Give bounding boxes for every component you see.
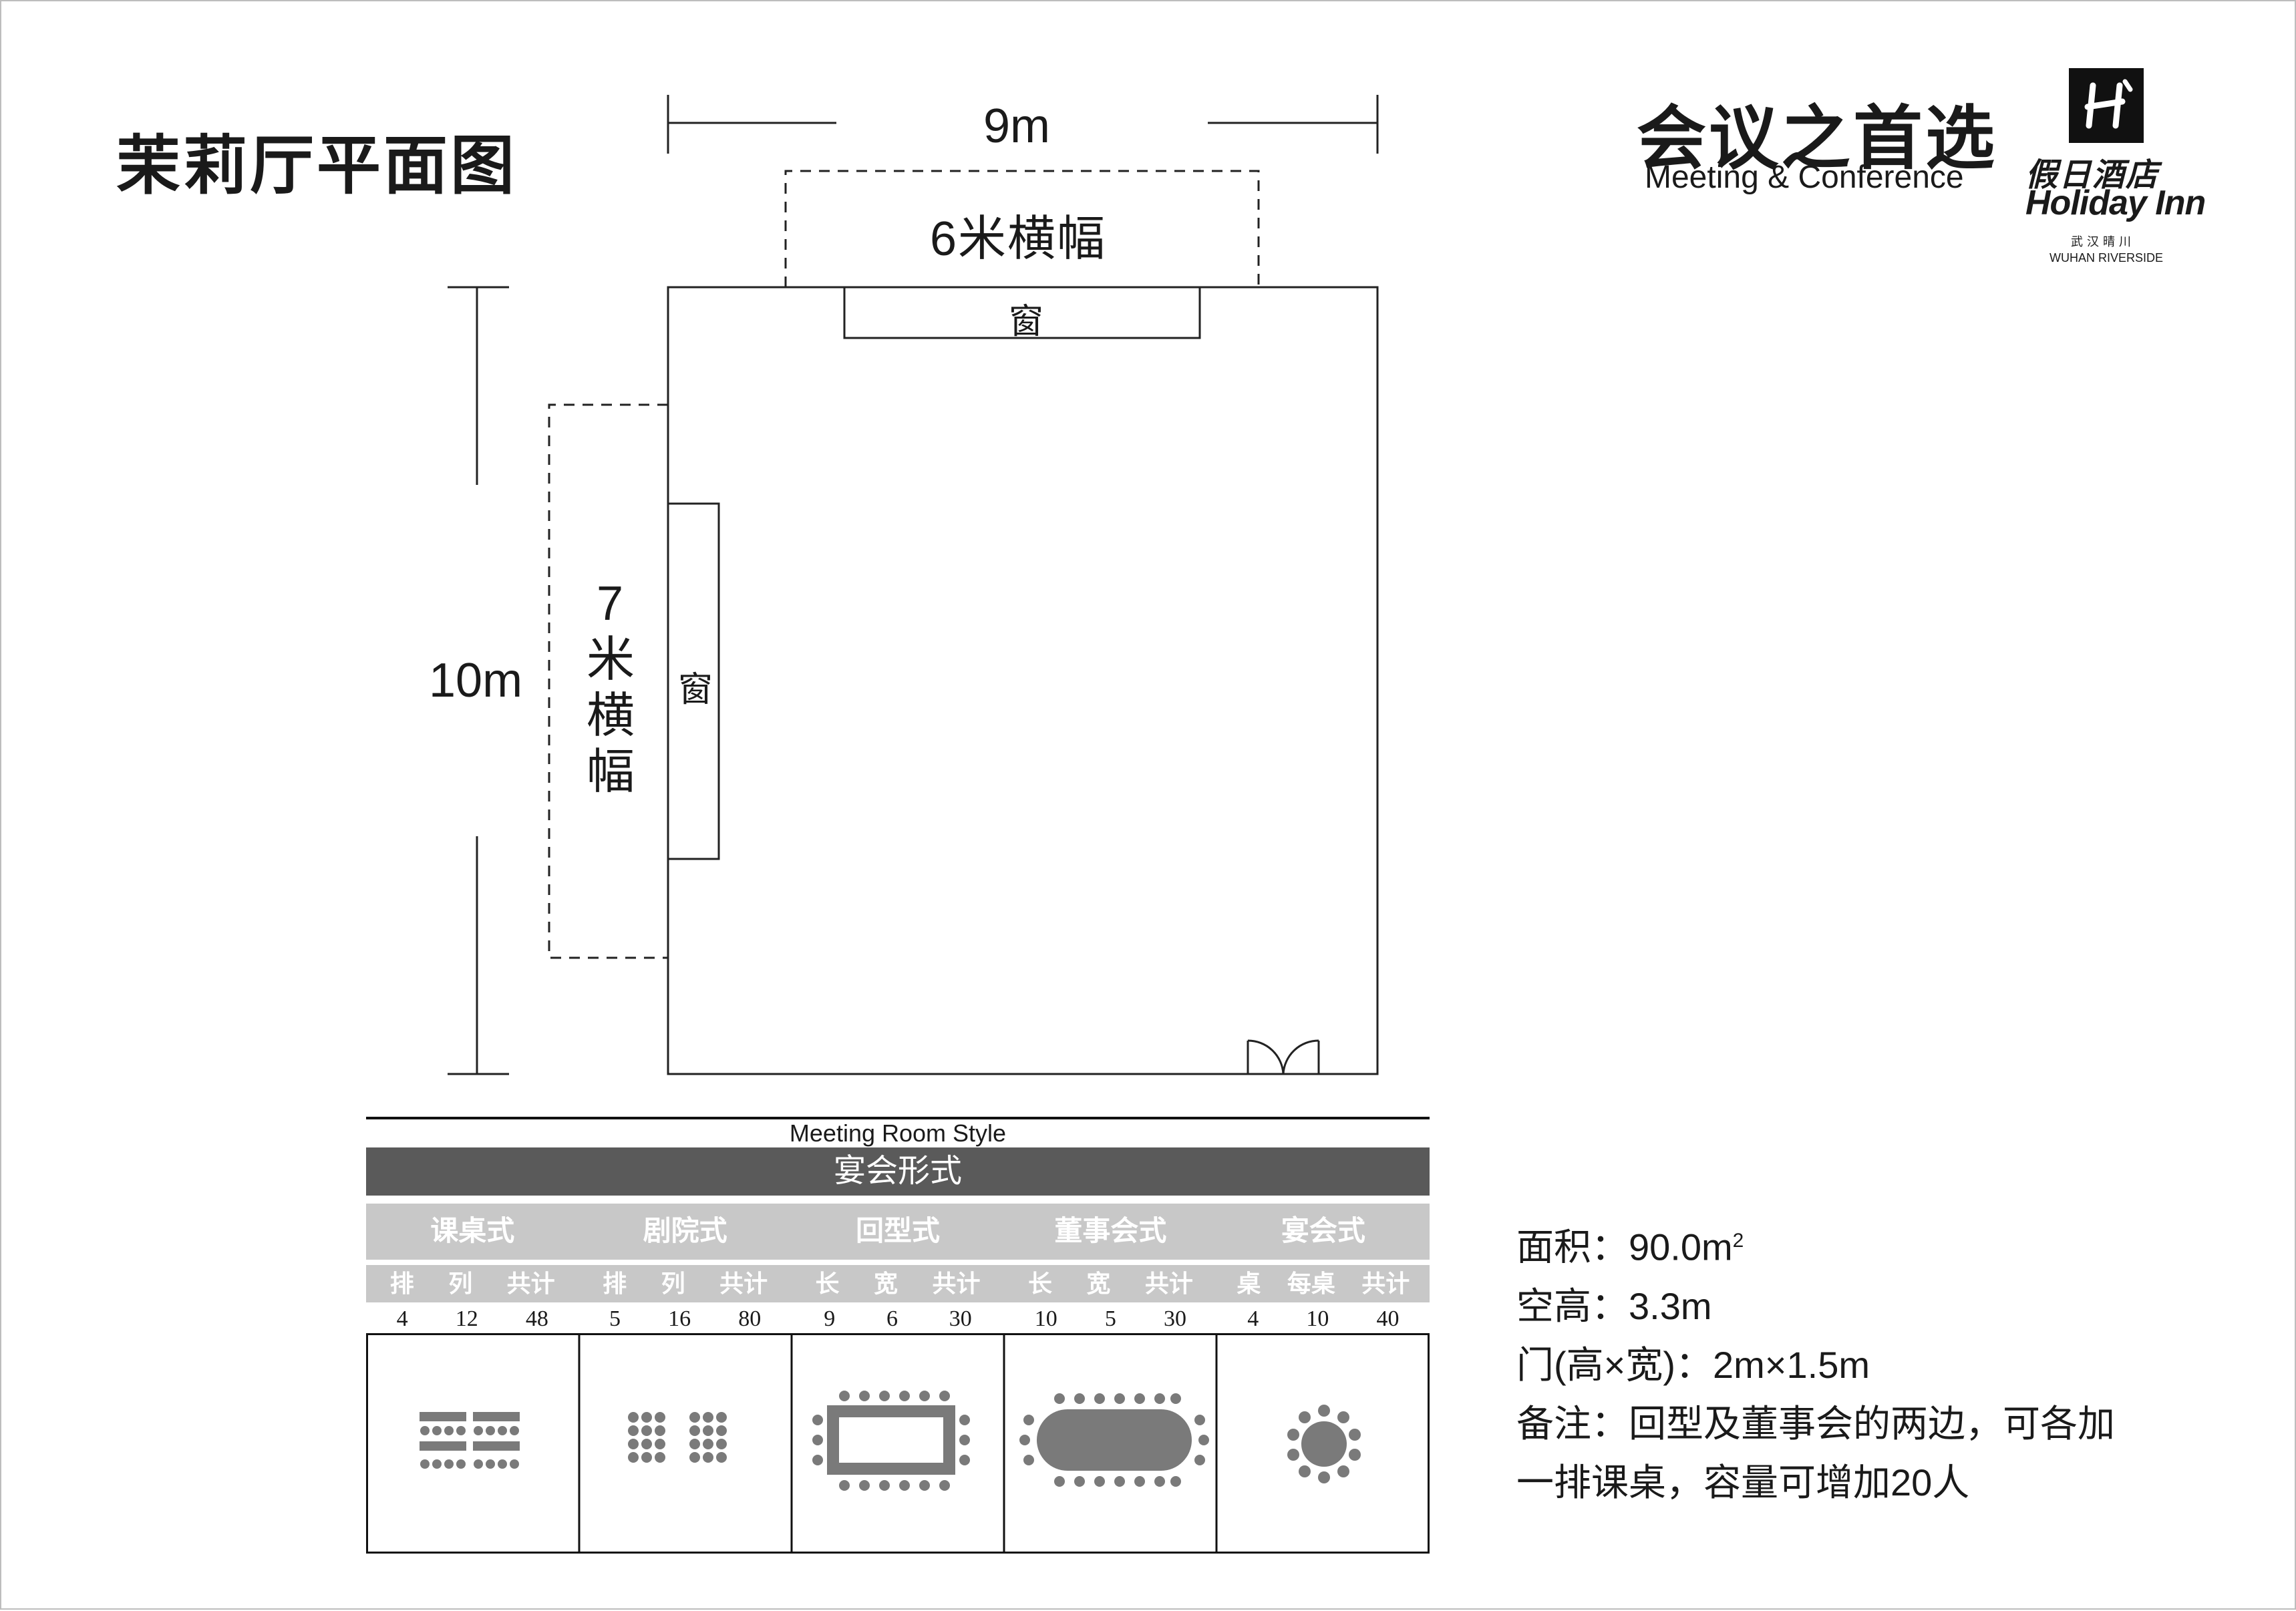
table-header: 宴会形式: [366, 1147, 1430, 1196]
value-cell: 40: [1376, 1306, 1400, 1331]
sub-header: 排: [389, 1270, 414, 1297]
holiday-inn-logo-icon: [2069, 68, 2144, 143]
style-name: 董事会式: [1054, 1216, 1167, 1247]
area-text: 面积：90.0m: [1516, 1226, 1733, 1268]
area-spec: 面积：90.0m2: [1516, 1212, 2115, 1277]
sub-header: 宽: [1086, 1270, 1111, 1297]
door-icon: [1247, 1039, 1320, 1075]
page-title: 茉莉厅平面图: [116, 130, 517, 202]
sub-header: 长: [1027, 1270, 1052, 1297]
floor-plan-drawing: [448, 95, 1379, 1075]
style-name: 剧院式: [643, 1216, 727, 1247]
sub-header: 列: [661, 1270, 685, 1297]
sub-header: 共计: [1144, 1270, 1193, 1297]
classroom-layout-icon: [420, 1412, 520, 1469]
value-cell: 12: [455, 1306, 478, 1331]
style-name: 课桌式: [430, 1216, 515, 1247]
sub-header: 共计: [719, 1270, 768, 1297]
style-name: 宴会式: [1281, 1216, 1365, 1247]
hollow-square-layout-icon: [812, 1391, 970, 1491]
ceiling-height-spec: 空高：3.3m: [1516, 1284, 1712, 1327]
banquet-layout-icon: [1287, 1405, 1361, 1483]
slogan-cn: 会议之首选: [1637, 100, 1998, 178]
style-name-row: 课桌式 剧院式 回型式 董事会式 宴会式: [366, 1204, 1430, 1260]
theater-layout-icon: [628, 1412, 727, 1463]
value-cell: 9: [824, 1306, 836, 1331]
left-banner-label: 7米横幅: [587, 577, 635, 799]
location-cn: 武汉晴川: [2071, 235, 2135, 248]
value-cell: 10: [1306, 1306, 1329, 1331]
value-cell: 5: [1104, 1306, 1116, 1331]
window-top-label: 窗: [1009, 303, 1044, 341]
sub-header: 共计: [1361, 1270, 1410, 1297]
width-label: 9m: [983, 100, 1051, 153]
note-line-1: 备注：回型及董事会的两边，可各加: [1516, 1402, 2115, 1445]
sub-header: 列: [448, 1270, 473, 1297]
value-cell: 30: [949, 1306, 972, 1331]
sub-header: 每桌: [1287, 1270, 1335, 1297]
sub-header: 共计: [932, 1270, 981, 1297]
top-banner-label: 6米横幅: [930, 212, 1107, 266]
style-name: 回型式: [856, 1216, 941, 1247]
value-cell: 30: [1164, 1306, 1187, 1331]
layout-icons-row: [366, 1333, 1430, 1554]
sub-header: 共计: [506, 1270, 555, 1297]
sub-header: 桌: [1237, 1270, 1261, 1297]
height-dimension-line: [448, 286, 509, 1075]
width-dimension-line: [667, 95, 1379, 154]
note-line-2: 一排课桌，容量可增加20人: [1516, 1461, 1970, 1503]
value-cell: 10: [1034, 1306, 1057, 1331]
door-size-spec: 门(高×宽)：2m×1.5m: [1516, 1343, 1870, 1386]
value-cell: 4: [1247, 1306, 1259, 1331]
left-banner-outline: [548, 403, 668, 959]
area-superscript: 2: [1732, 1230, 1744, 1252]
value-cell: 5: [609, 1306, 621, 1331]
sub-header: 长: [815, 1270, 840, 1297]
slogan-en: Meeting & Conference: [1645, 160, 1964, 195]
table-caption: Meeting Room Style: [789, 1119, 1007, 1147]
value-cell: 48: [525, 1306, 548, 1331]
window-top: [843, 286, 1201, 339]
top-banner-outline: [784, 170, 1260, 287]
sub-header: 排: [603, 1270, 627, 1297]
value-row: 4 12 48 5 16 80 9 6 30 10 5 30 4 10 40: [366, 1304, 1430, 1334]
height-label: 10m: [429, 654, 523, 707]
boardroom-layout-icon: [1019, 1393, 1209, 1487]
brand-name-en: Holiday Inn: [2025, 184, 2206, 222]
room-specs: 面积：90.0m2 空高：3.3m 门(高×宽)：2m×1.5m 备注：回型及董…: [1516, 1212, 2115, 1512]
window-left-label: 窗: [678, 671, 713, 709]
sub-header-row: 排 列 共计 排 列 共计 长 宽 共计 长 宽 共计 桌 每桌 共计: [366, 1265, 1430, 1302]
value-cell: 80: [738, 1306, 762, 1331]
sub-header: 宽: [874, 1270, 898, 1297]
value-cell: 4: [396, 1306, 408, 1331]
value-cell: 16: [668, 1306, 691, 1331]
brand-name-cn: 假日酒店: [2025, 158, 2160, 193]
window-left: [667, 502, 720, 860]
value-cell: 6: [886, 1306, 898, 1331]
location-en: WUHAN RIVERSIDE: [2049, 251, 2164, 264]
